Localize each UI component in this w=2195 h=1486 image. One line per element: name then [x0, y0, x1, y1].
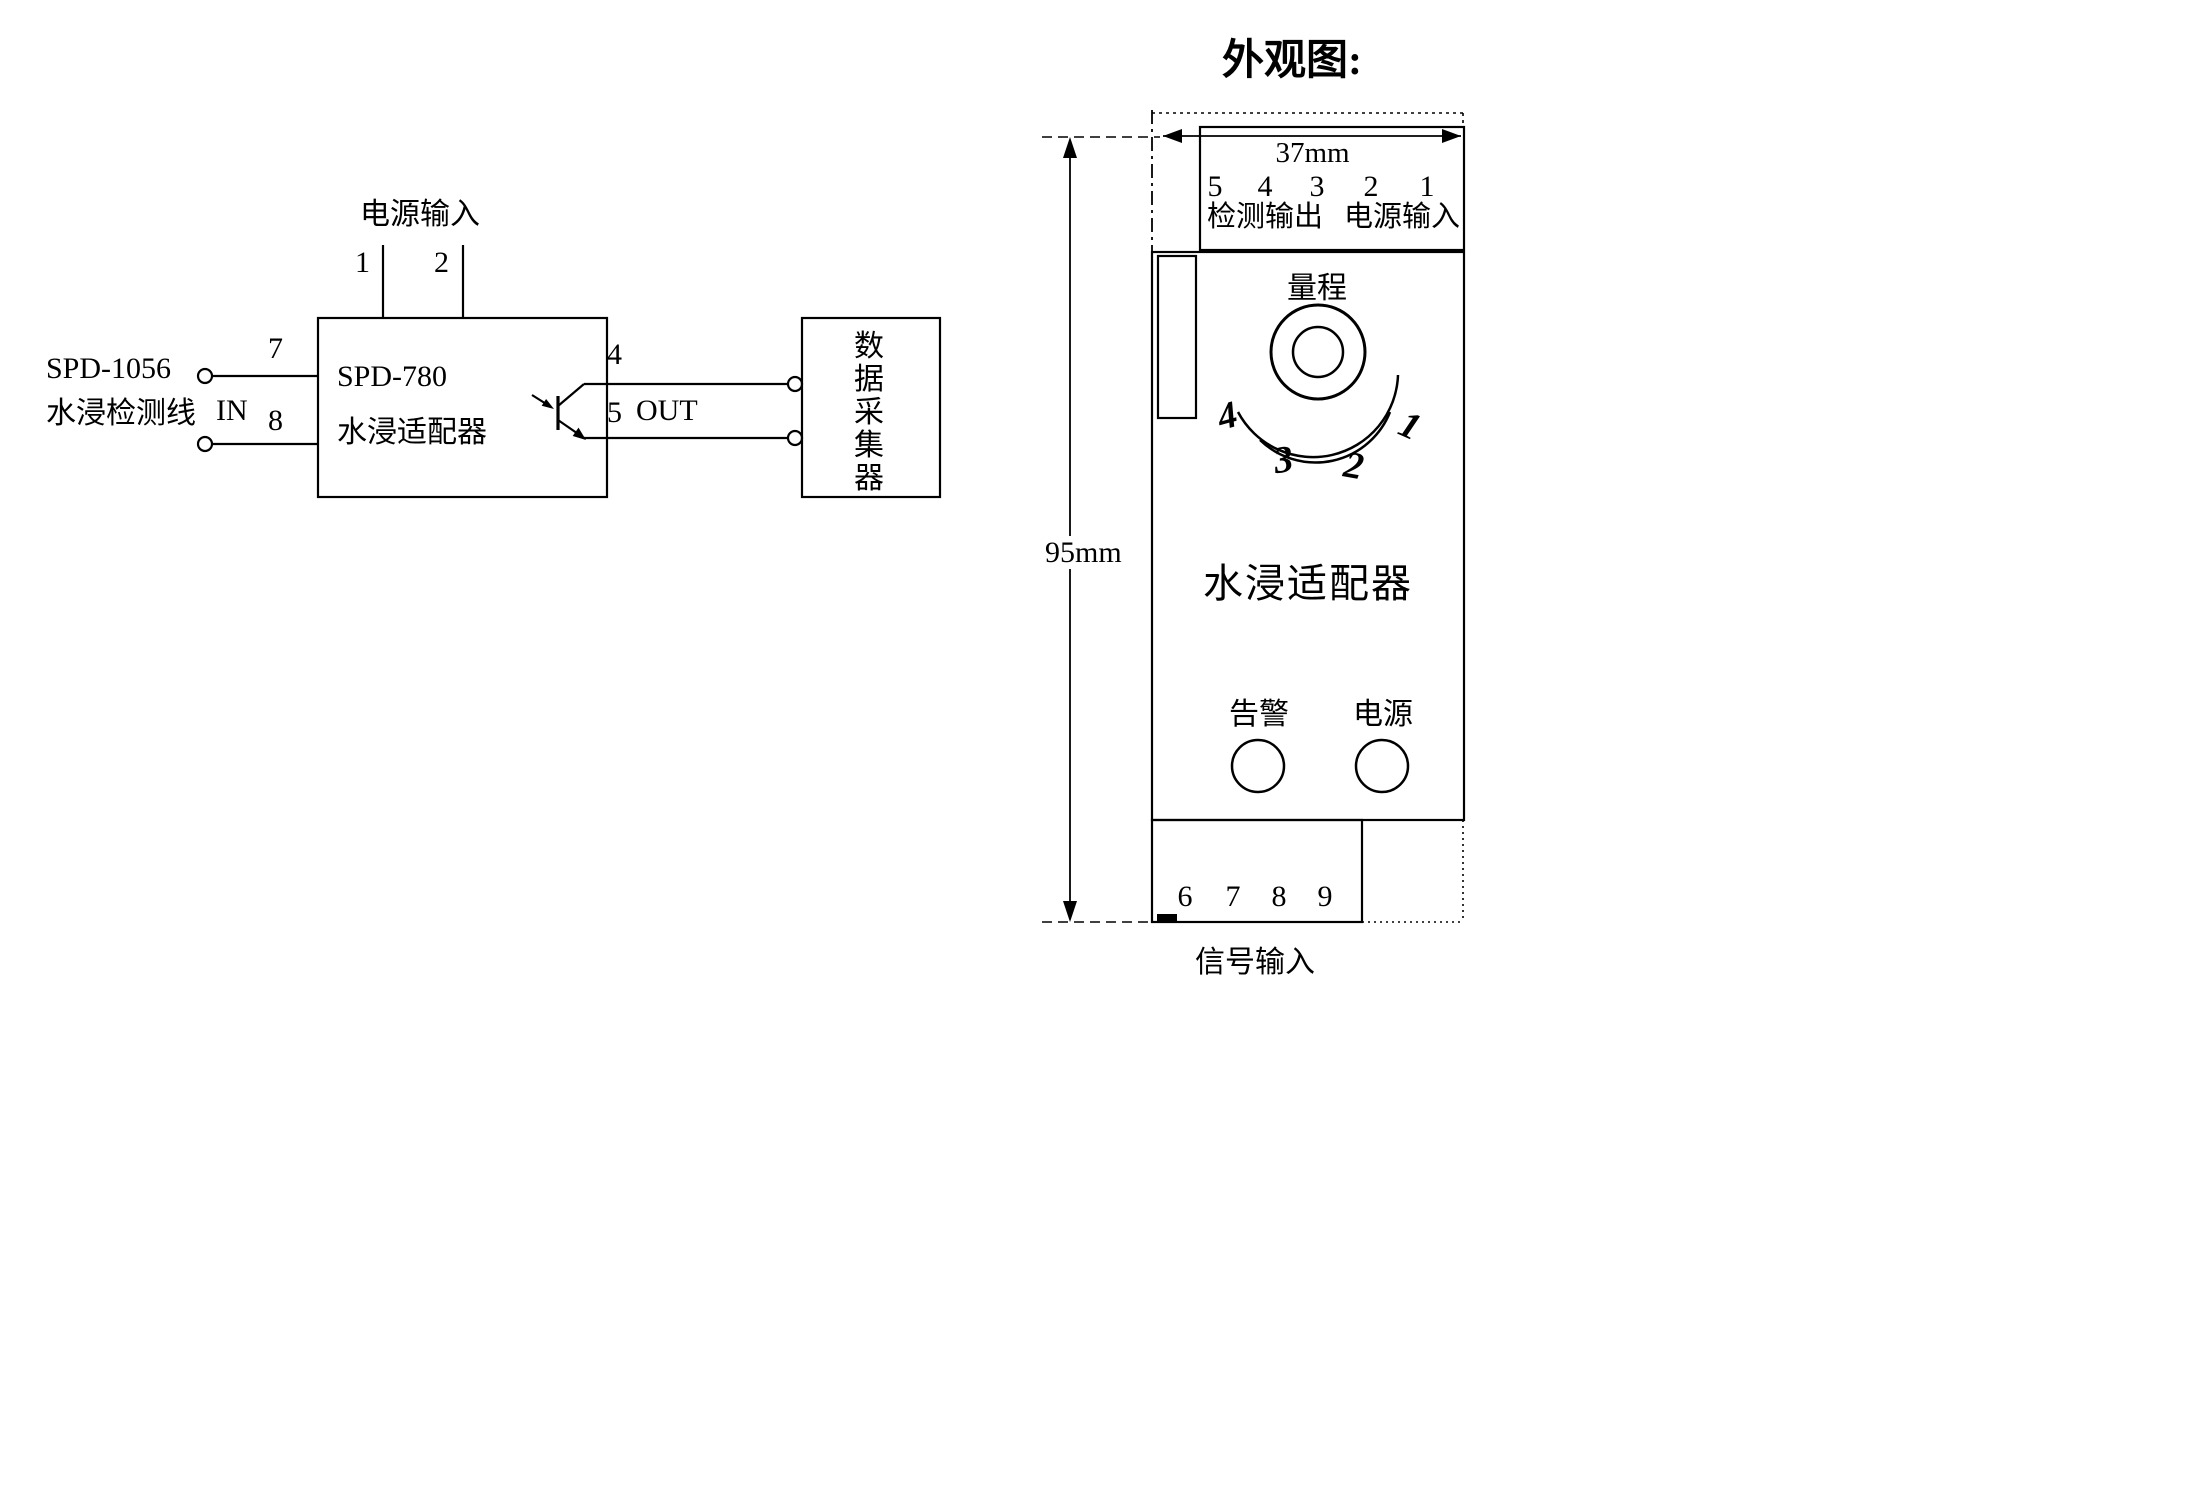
- power-led-label: 电源: [1353, 698, 1413, 731]
- sensor-name-label: 水浸检测线: [46, 397, 196, 430]
- sensor-model-label: SPD-1056: [46, 352, 172, 385]
- adapter-box: [316, 316, 609, 499]
- bottom-pin-8: 8: [1271, 880, 1287, 913]
- in-label: IN: [216, 394, 248, 427]
- dim-37mm-arrow-right: [1442, 129, 1461, 143]
- detect-output-label: 检测输出: [1206, 201, 1323, 233]
- adapter-model-label: SPD-780: [337, 360, 448, 393]
- terminal-7-circle: [196, 367, 214, 385]
- pin-2-label: 2: [434, 246, 449, 279]
- power-input-label: 电源输入: [360, 198, 480, 231]
- top-pin-4: 4: [1257, 170, 1273, 203]
- data-collector-label: 数据采集器: [854, 330, 884, 495]
- top-pin-3: 3: [1309, 170, 1325, 203]
- bottom-pin-9: 9: [1317, 880, 1333, 913]
- pin-8-label: 8: [268, 404, 283, 437]
- appearance-title: 外观图:: [1222, 38, 1362, 84]
- bottom-pin-6: 6: [1177, 880, 1193, 913]
- pin-4-label: 4: [607, 338, 622, 371]
- data-collector-box: [800, 316, 942, 499]
- range-knob-inner[interactable]: [1291, 325, 1345, 379]
- device-body: [1150, 250, 1466, 822]
- width-dimension-label: 37mm: [1275, 137, 1350, 169]
- bottom-pin-7: 7: [1225, 880, 1241, 913]
- dim-95mm-arrow-bottom: [1063, 901, 1077, 922]
- power-led: [1354, 738, 1410, 794]
- knob-scale-arc-2: [1259, 411, 1392, 464]
- transistor-emitter-arrow: [572, 427, 586, 440]
- transistor-input-arrowhead: [541, 399, 554, 409]
- pin-7-label: 7: [268, 332, 283, 365]
- collector-terminal-top: [786, 375, 804, 393]
- bottom-block-tick: [1157, 914, 1177, 922]
- alarm-label: 告警: [1229, 698, 1289, 731]
- pin-1-label: 1: [355, 246, 370, 279]
- top-pin-1: 1: [1419, 170, 1435, 203]
- terminal-8-circle: [196, 435, 214, 453]
- pin-5-label: 5: [607, 396, 622, 429]
- range-knob-outer[interactable]: [1269, 303, 1367, 401]
- bottom-terminal-block: [1150, 818, 1364, 924]
- device-name-label: 水浸适配器: [1203, 561, 1413, 606]
- adapter-name-label: 水浸适配器: [337, 416, 487, 449]
- dim-37mm-arrow-left: [1163, 129, 1182, 143]
- out-label: OUT: [636, 394, 698, 427]
- din-rail-tab: [1156, 254, 1198, 420]
- top-pin-5: 5: [1207, 170, 1223, 203]
- alarm-led: [1230, 738, 1286, 794]
- dim-95mm-arrow-top: [1063, 137, 1077, 158]
- range-label: 量程: [1287, 272, 1347, 305]
- power-input-port-label: 电源输入: [1343, 201, 1460, 233]
- collector-terminal-bottom: [786, 429, 804, 447]
- top-pin-2: 2: [1363, 170, 1379, 203]
- knob-scale-arc-1: [1236, 374, 1400, 459]
- transistor-collector: [557, 383, 585, 407]
- top-terminal-block: [1198, 125, 1466, 252]
- signal-input-label: 信号输入: [1195, 946, 1315, 979]
- height-dimension-label: 95mm: [1042, 536, 1125, 569]
